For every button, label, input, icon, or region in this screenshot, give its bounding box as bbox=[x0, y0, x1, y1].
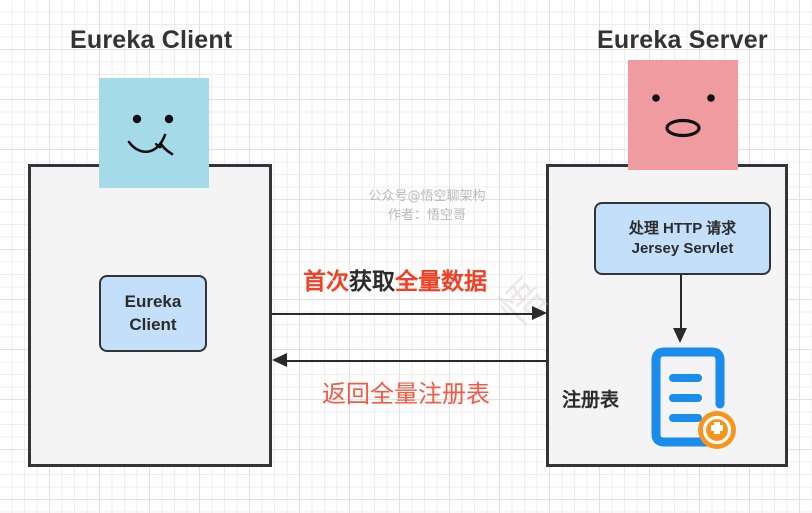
request-flow-label-part-3: 全量数据 bbox=[395, 269, 487, 295]
response-arrow-line bbox=[284, 360, 546, 362]
request-flow-label-part-1: 首次 bbox=[303, 269, 349, 295]
registry-label: 注册表 bbox=[562, 389, 620, 411]
watermark-line-1: 公众号@悟空聊架构 bbox=[368, 189, 486, 204]
watermark-text: 公众号@悟空聊架构 作者：悟空哥 bbox=[352, 188, 502, 226]
response-arrow-head-icon bbox=[272, 353, 287, 367]
page-title-eureka-client: Eureka Client bbox=[70, 26, 233, 54]
request-flow-label: 首次获取全量数据 bbox=[303, 262, 487, 296]
eureka-client-node-label-line2: Client bbox=[129, 314, 177, 334]
servlet-to-registry-arrow-head-icon bbox=[673, 328, 687, 343]
registry-document-add-icon bbox=[645, 342, 740, 454]
eureka-client-node[interactable]: Eureka Client bbox=[99, 275, 207, 352]
watermark-line-2: 作者：悟空哥 bbox=[387, 207, 466, 223]
eureka-client-node-label-line1: Eureka bbox=[124, 292, 182, 312]
request-arrow-line bbox=[272, 313, 534, 315]
jersey-servlet-label-line1: 处理 HTTP 请求 bbox=[628, 219, 737, 237]
pink-surprised-face-avatar bbox=[628, 60, 738, 170]
response-flow-label: 返回全量注册表 bbox=[322, 380, 490, 408]
jersey-servlet-label-line2: Jersey Servlet bbox=[631, 239, 734, 257]
page-title-eureka-server: Eureka Server bbox=[597, 26, 768, 54]
request-arrow-head-icon bbox=[532, 306, 547, 320]
blue-smiling-face-avatar bbox=[99, 78, 209, 188]
request-flow-label-part-2: 获取 bbox=[349, 269, 395, 295]
jersey-servlet-node[interactable]: 处理 HTTP 请求 Jersey Servlet bbox=[594, 202, 771, 275]
servlet-to-registry-arrow-line bbox=[680, 275, 682, 330]
